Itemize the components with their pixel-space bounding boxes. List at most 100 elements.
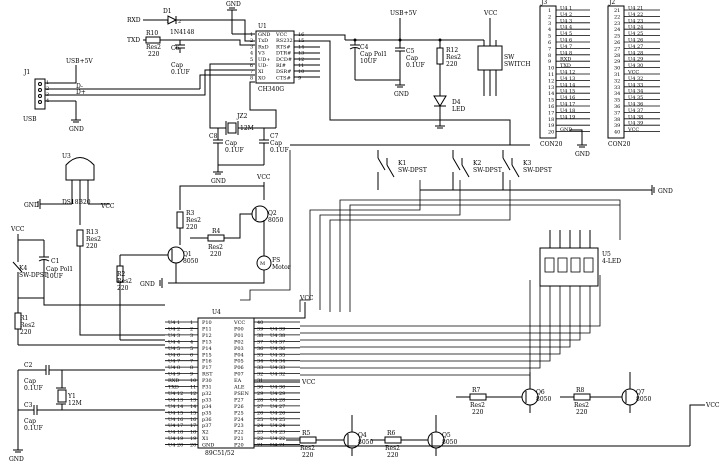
j2-pin-label-15: U4 35 [628,95,643,101]
u4-pin-right-num-15: 26 [257,410,263,416]
u1-pin-right-num-5: 12 [298,57,304,63]
resistor-r8 [573,393,591,401]
j3-pin-num-17: 17 [548,110,554,116]
rxd-txd-section: RXD TXD D1 1 2 1N4148 R10 Res2 220 C6 Ca… [127,1,255,76]
u4-pin-right-num-9: 32 [257,372,263,378]
r3-val2: 220 [186,224,198,231]
u4-pin-left-num-8: 8 [190,365,193,371]
j2-pin-label-17: U4 37 [628,108,643,114]
j2-pin-num-3: 23 [614,21,620,27]
j2-pin-num-20: 40 [614,130,620,136]
u1-pin-right-1: VCC [275,32,287,38]
u4-pin-left-num-14: 14 [190,404,196,410]
u1-pin-left-6: UD- [258,63,268,69]
j3-pin-num-7: 7 [548,46,551,52]
j2-pin-label-20: VCC [627,127,639,133]
j3-pin-num-3: 3 [548,21,551,27]
j3-pin-num-18: 18 [548,117,554,123]
u4-pin-right-20: P20 [234,443,244,449]
u4-pin-right-15: P25 [234,410,244,416]
u4-pin-right-10: EA [234,378,242,384]
k4-val: SW-DPST [19,272,48,279]
c7-ref: C7 [270,133,279,140]
u4-net-left-6: U4 6 [168,352,180,358]
c3-val: 0.1UF [24,425,43,432]
u4-pin-right-num-17: 24 [257,423,263,429]
d1-pin1: 1 [166,19,169,25]
u4-part: 89C51/52 [205,450,235,457]
r10-ref: R10 [146,30,158,37]
c1-ref: C1 [51,258,59,265]
j3-pin-label-10: TXD [560,63,571,69]
u4-net-left-19: U4 19 [168,436,183,442]
j2-pin-label-6: U4 26 [628,38,643,44]
j3-pin-label-1: U4 1 [560,6,572,12]
gnd-top-label: GND [226,1,241,8]
c8-val: 0.1UF [225,147,244,154]
digit-r-val-3: Res2 [470,402,485,409]
xtal-gnd-label: GND [211,178,226,185]
u4-pin-left-num-5: 5 [190,346,193,352]
r1-val2: 220 [20,329,32,336]
u4-pin-left-13: p33 [202,397,212,403]
u1-ref: U1 [258,23,267,30]
usb-connector-j1: J1 USB 1 2 3 4 USB+5V D- D+ GND [23,58,255,133]
u5-body [539,247,599,287]
u1-part: CH340G [258,86,284,93]
u4-pin-right-num-11: 30 [257,385,263,391]
r12-val: Res2 [446,54,461,61]
c4-val: Cap Pol1 [360,51,387,58]
reset-gnd: GND [9,456,24,463]
u4-pin-right-num-13: 28 [257,397,263,403]
u1-pin-left-num-5: 5 [250,57,253,63]
led-d4 [433,95,447,107]
r1-val: Res2 [20,322,35,329]
j-gnd-label: GND [575,151,590,158]
u4-pin-right-2: P00 [234,326,244,332]
u4-pin-right-num-6: 35 [257,352,263,358]
j2-pin-label-14: U4 34 [628,89,643,95]
j3-pin-num-9: 9 [548,59,551,65]
u1-pin-left-num-7: 7 [250,69,253,75]
u4-net-right-7: U4 34 [270,359,285,365]
crystal-jz2-section: JZ2 12M C8 Cap 0.1UF C7 Cap 0.1UF GND [209,63,289,185]
c6-val: Cap [171,62,183,69]
u1-pin-left-4: V3 [257,51,265,57]
resistor-r3 [176,211,184,229]
u4-pin-left-3: P12 [202,333,212,339]
u4-net-left-18: U4 18 [168,430,183,436]
motor-driver: VCC R3 Res2 220 Q2 8050 R4 Res2 220 M FS… [116,174,291,341]
u4-pin-right-num-4: 37 [257,339,263,345]
resistor-r13 [76,229,84,247]
j2-ref: J2 [608,0,615,6]
j3-pin-label-4: U4 4 [560,25,572,31]
j2-pin-num-16: 36 [614,104,620,110]
u4-pin-left-18: X2 [202,430,209,436]
u4-net-right-13: U4 28 [270,397,285,403]
u4-pin-right-17: P23 [234,423,244,429]
u4-pin-left-1: P10 [202,320,212,326]
crystal-y1 [57,389,67,403]
u4-pin-left-6: P15 [202,352,212,358]
j3-part: CON20 [540,141,563,148]
y1-ref: Y1 [67,393,76,400]
power-section: USB+5V VCC C4 Cap Pol1 10UF C5 Cap 0.1UF… [345,10,530,129]
u4-net-right-5: U4 36 [270,346,285,352]
u4-pin-left-11: P31 [202,385,212,391]
u4-net-left-9: U4 9 [168,372,180,378]
d4-ref: D4 [452,99,461,106]
j3-pin-num-10: 10 [548,66,554,72]
j2-pin-num-4: 24 [614,27,620,33]
switch-k3-ref: K3 [523,160,531,167]
u4-pin-left-num-15: 15 [190,410,196,416]
u4-pin-right-11: ALE [233,385,245,391]
u4-pin-left-7: P16 [202,359,212,365]
u4-pin-left-15: p35 [202,410,212,416]
u4-pin-left-num-13: 13 [190,397,196,403]
u1-pin-left-num-6: 6 [250,63,253,69]
u4-vcc: VCC [299,295,314,302]
u4-pin-left-20: GND [202,443,214,449]
j2-pin-num-8: 28 [614,53,620,59]
